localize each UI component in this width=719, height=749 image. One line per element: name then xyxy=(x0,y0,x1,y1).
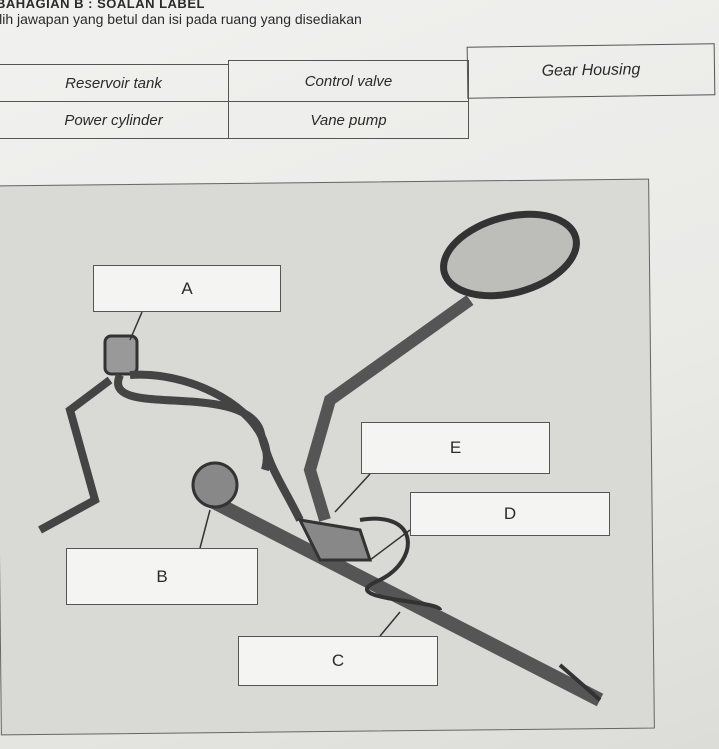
vane-pump xyxy=(191,461,239,509)
label-box-e[interactable]: E xyxy=(361,422,550,474)
label-box-d[interactable]: D xyxy=(410,492,610,536)
hoses xyxy=(38,370,304,534)
pipes xyxy=(359,516,442,612)
steering-wheel xyxy=(440,210,580,300)
tie-rod xyxy=(558,663,602,702)
instruction-text: ilih jawapan yang betul dan isi pada rua… xyxy=(0,11,362,27)
option-vane-pump: Vane pump xyxy=(228,101,469,139)
reservoir-tank xyxy=(103,334,139,376)
steering-column xyxy=(303,295,474,522)
label-box-c[interactable]: C xyxy=(238,636,438,686)
label-box-b[interactable]: B xyxy=(66,548,258,605)
section-title: BAHAGIAN B : SOALAN LABEL xyxy=(0,0,205,11)
label-box-a[interactable]: A xyxy=(93,265,281,312)
